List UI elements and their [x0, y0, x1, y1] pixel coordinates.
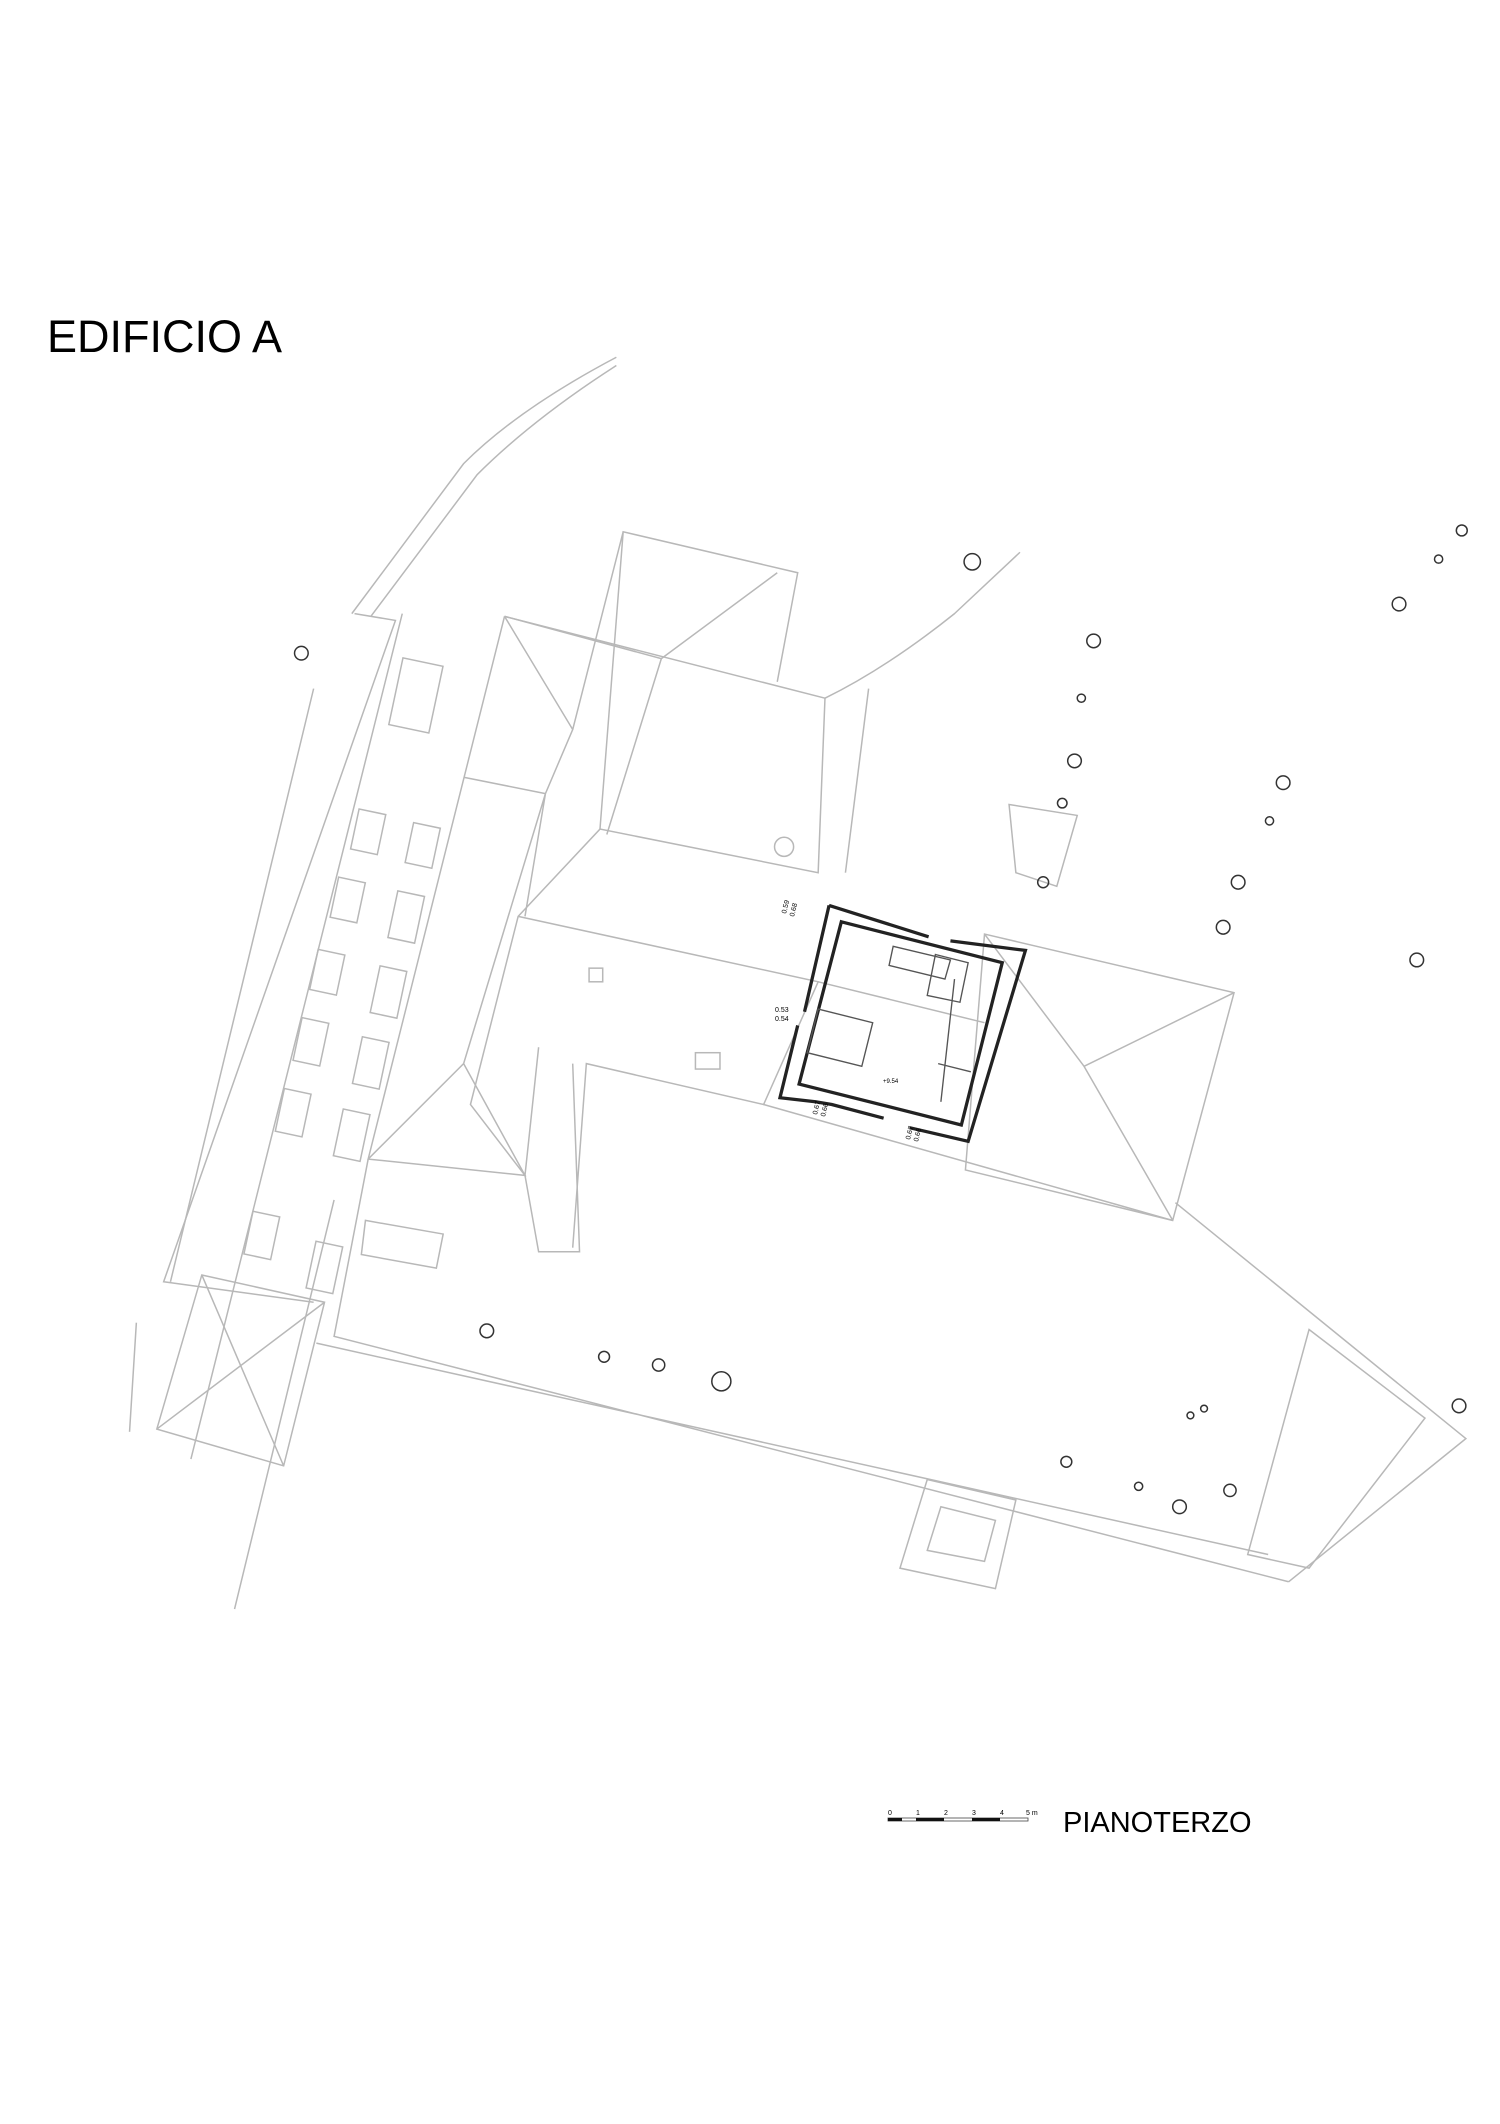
- scale-tick: 0: [888, 1810, 892, 1817]
- dim-top: 0.53: [775, 1007, 789, 1014]
- dim-top: 0.59: [781, 899, 791, 914]
- dim-bottom: 0.66: [913, 1127, 923, 1142]
- scale-tick: 5 m: [1026, 1810, 1038, 1817]
- site-plan-lines: [128, 356, 1468, 1610]
- scale-tick: 3: [972, 1810, 976, 1817]
- scale-tick: 2: [944, 1810, 948, 1817]
- sheet-title: EDIFICIO A: [47, 311, 282, 362]
- elevation-label: +9.54: [883, 1079, 899, 1085]
- room-plan: 0.59 0.68 0.53 0.54 0.67 0.66 0.67 0.66 …: [775, 899, 1028, 1144]
- dim-bottom: 0.68: [789, 902, 799, 917]
- scale-tick: 1: [916, 1810, 920, 1817]
- dim-bottom: 0.54: [775, 1016, 789, 1023]
- dim-bottom: 0.66: [820, 1102, 830, 1117]
- floor-label: PIANOTERZO: [1063, 1807, 1252, 1839]
- dim-top: 0.67: [812, 1100, 822, 1115]
- scale-bar: 0 1 2 3 4 5 m: [887, 1810, 1038, 1822]
- dim-top: 0.67: [905, 1125, 915, 1140]
- trees: [293, 524, 1468, 1515]
- scale-tick: 4: [1000, 1810, 1004, 1817]
